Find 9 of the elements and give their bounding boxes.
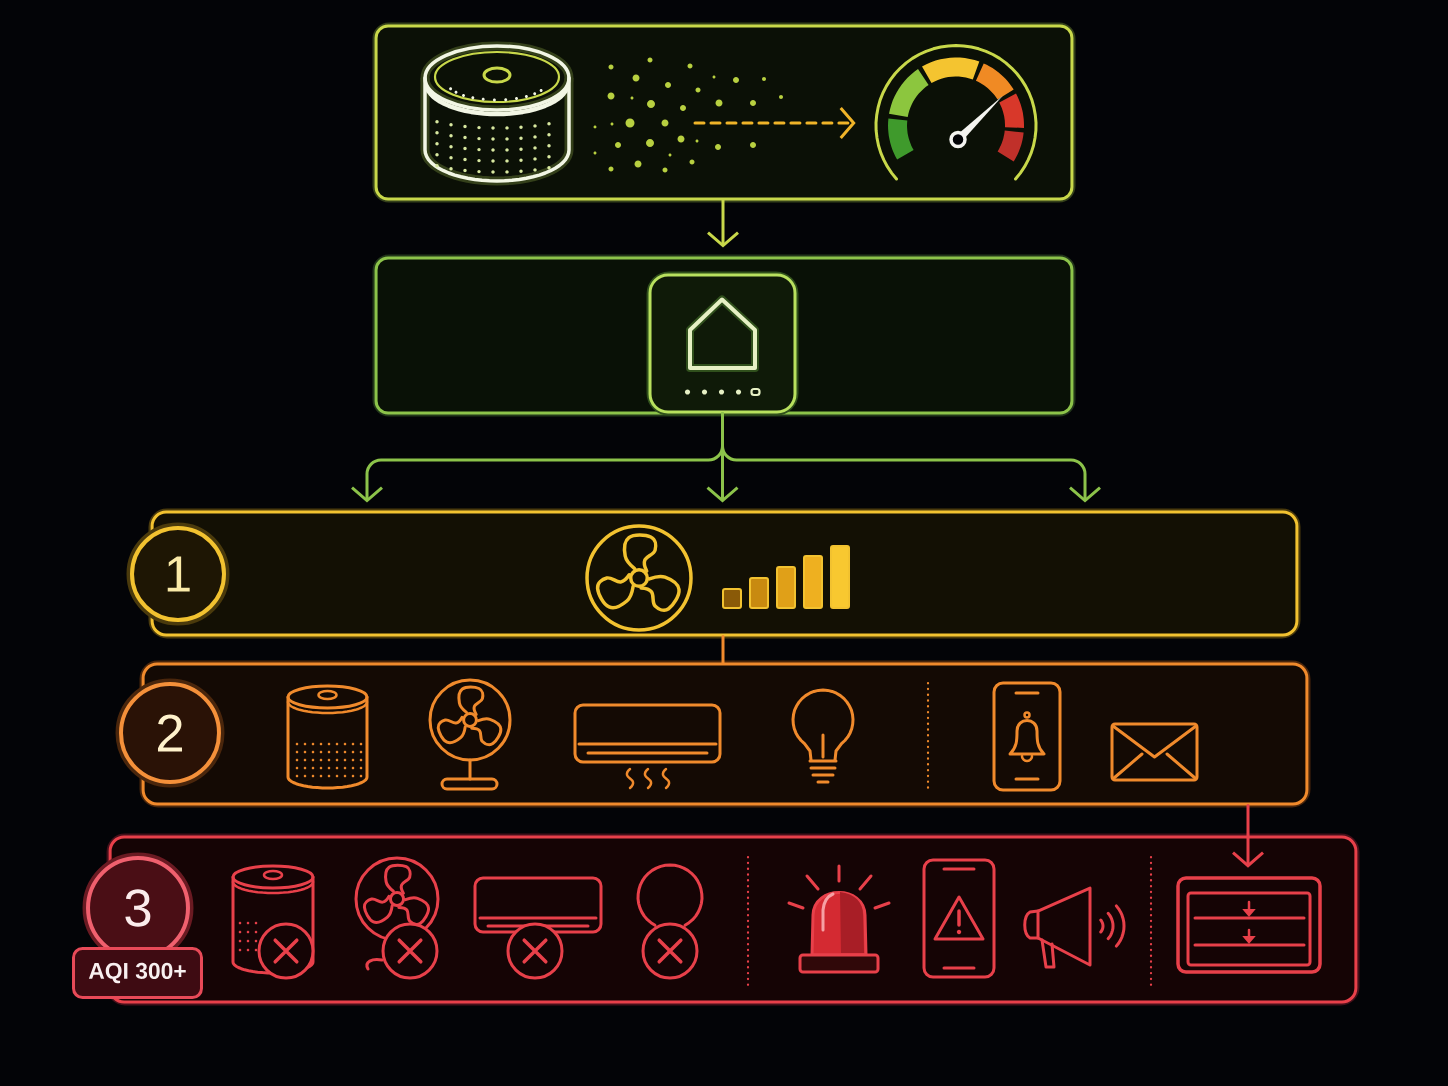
arrow xyxy=(721,412,1101,503)
window-shutter-icon xyxy=(1176,876,1322,974)
connector-line xyxy=(721,635,725,664)
panel xyxy=(139,660,1311,808)
dashed-arrow xyxy=(693,107,856,139)
gauge-icon xyxy=(874,44,1038,181)
aqi-badge: AQI 300+ xyxy=(72,947,203,999)
hub-device xyxy=(646,271,799,416)
panel xyxy=(148,508,1301,639)
